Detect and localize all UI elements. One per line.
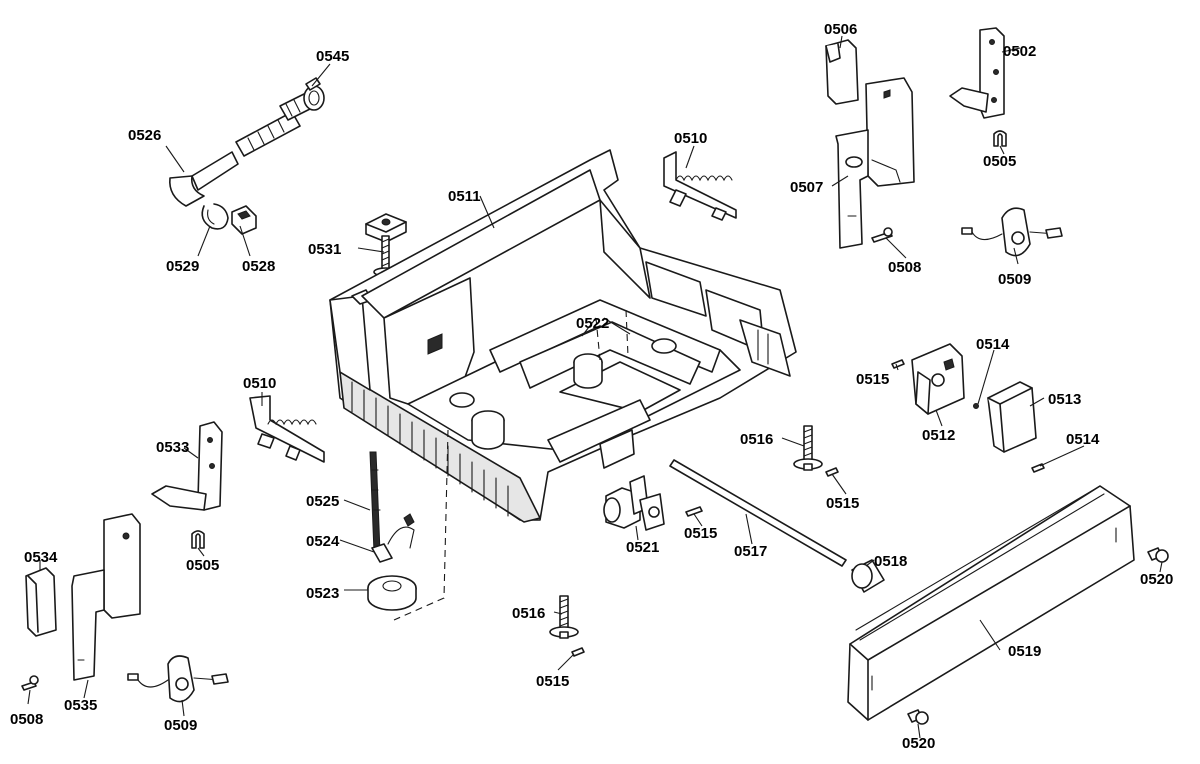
leveling-foot-0516-lower xyxy=(549,595,585,657)
label-0521: 0521 xyxy=(626,539,659,556)
label-0516-b: 0516 xyxy=(512,605,545,622)
label-0517: 0517 xyxy=(734,543,767,560)
label-0515-b: 0515 xyxy=(826,495,859,512)
inlet-valve-0521 xyxy=(603,475,703,531)
label-0507: 0507 xyxy=(790,179,823,196)
bracket-0534 xyxy=(25,567,57,637)
label-0516-a: 0516 xyxy=(740,431,773,448)
kick-plate-0519 xyxy=(847,485,1135,721)
knob-0518 xyxy=(851,559,885,593)
label-0513: 0513 xyxy=(1048,391,1081,408)
label-0515-d: 0515 xyxy=(536,673,569,690)
label-0522: 0522 xyxy=(576,315,609,332)
spring-bracket-0510-left xyxy=(249,395,325,463)
label-0515-c: 0515 xyxy=(684,525,717,542)
label-0509-left: 0509 xyxy=(164,717,197,734)
screw-0520-bottom xyxy=(907,709,929,725)
screw-0508-top xyxy=(871,227,893,243)
switch-0524 xyxy=(371,513,415,563)
base-tub-0511 xyxy=(329,149,797,523)
hinge-bracket-0502 xyxy=(949,27,1005,119)
label-0528: 0528 xyxy=(242,258,275,275)
label-0514-a: 0514 xyxy=(976,336,1010,353)
screws-0514-0515 xyxy=(891,359,1045,473)
label-0526: 0526 xyxy=(128,127,161,144)
spring-bracket-0510-top xyxy=(663,151,737,221)
damper-0509-left xyxy=(127,655,229,703)
label-0523: 0523 xyxy=(306,585,339,602)
hinge-plate-0507 xyxy=(835,77,915,249)
leveling-foot-0516-right xyxy=(793,425,839,477)
label-0524: 0524 xyxy=(306,533,340,550)
screw-0508-left xyxy=(21,675,39,691)
bracket-0506 xyxy=(825,39,859,105)
label-0515-a: 0515 xyxy=(856,371,889,388)
label-0533: 0533 xyxy=(156,439,189,456)
label-0502: 0502 xyxy=(1003,43,1036,60)
damper-0509-top xyxy=(961,207,1063,257)
label-0511: 0511 xyxy=(448,188,481,205)
label-0534: 0534 xyxy=(24,549,58,566)
drain-hose-0526 xyxy=(169,93,313,207)
hinge-plate-0535 xyxy=(71,513,141,681)
cover-0513 xyxy=(987,381,1037,453)
label-0545: 0545 xyxy=(316,48,349,65)
label-0520-right: 0520 xyxy=(1140,571,1173,588)
label-0531: 0531 xyxy=(308,241,341,258)
label-0525: 0525 xyxy=(306,493,339,510)
clip-0505-left xyxy=(191,530,205,549)
label-0508-top: 0508 xyxy=(888,259,921,276)
label-0505-left: 0505 xyxy=(186,557,219,574)
label-0510-left: 0510 xyxy=(243,375,276,392)
part-labels: 0545 0526 0529 0528 0531 0511 0510 0510 … xyxy=(10,21,1173,752)
screw-0520-right xyxy=(1147,547,1169,563)
label-0506: 0506 xyxy=(824,21,857,38)
label-0535: 0535 xyxy=(64,697,97,714)
label-0520-bottom: 0520 xyxy=(902,735,935,752)
label-0514-b: 0514 xyxy=(1066,431,1100,448)
hinge-bracket-0533 xyxy=(151,421,223,511)
label-0508-left: 0508 xyxy=(10,711,43,728)
label-0519: 0519 xyxy=(1008,643,1041,660)
wiring-0525 xyxy=(369,451,381,553)
rod-0517 xyxy=(669,459,847,567)
label-0510-top: 0510 xyxy=(674,130,707,147)
float-disc-0523 xyxy=(367,575,417,611)
bracket-0512 xyxy=(911,343,965,415)
assembly-guide-line xyxy=(393,429,449,621)
label-0518: 0518 xyxy=(874,553,907,570)
clamp-0529 xyxy=(201,203,229,230)
label-0512: 0512 xyxy=(922,427,955,444)
label-0529: 0529 xyxy=(166,258,199,275)
clip-0505-top xyxy=(993,130,1007,147)
clip-0528 xyxy=(231,205,257,235)
label-0509-top: 0509 xyxy=(998,271,1031,288)
leader-lines xyxy=(27,35,1163,739)
label-0505-top: 0505 xyxy=(983,153,1016,170)
